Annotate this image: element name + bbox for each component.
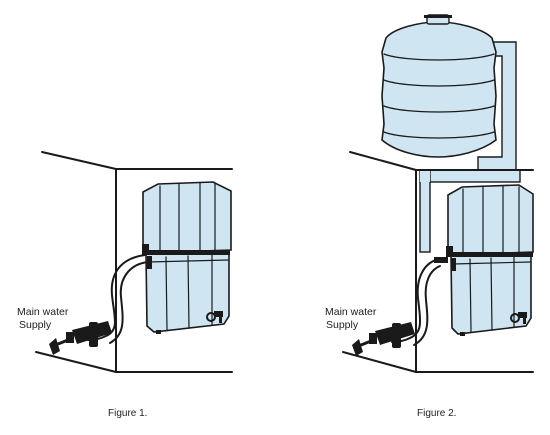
figure-1: Main water Supply Figure 1.: [17, 151, 233, 419]
tap-icon: [206, 311, 223, 323]
valve-icon: [352, 322, 415, 356]
figure-2-caption: Figure 2.: [417, 408, 456, 419]
tap-icon: [510, 312, 527, 324]
overhead-tank-icon: [381, 14, 497, 158]
main-water-label-line1: Main water: [325, 306, 377, 318]
main-water-label-line2: Supply: [326, 319, 359, 331]
inlet-connector-icon: [142, 244, 152, 269]
water-purifier-icon: [142, 181, 232, 334]
overhead-pipe: [419, 41, 521, 253]
figure-2: Main water Supply Figure 2.: [325, 14, 534, 419]
valve-icon: [49, 321, 112, 355]
water-purifier-icon: [447, 184, 534, 336]
figure-1-caption: Figure 1.: [108, 408, 147, 419]
main-water-label-line2: Supply: [19, 319, 52, 331]
inlet-connector-icon: [434, 246, 456, 271]
main-water-label-line1: Main water: [17, 306, 69, 318]
wall-outline: [342, 151, 534, 373]
